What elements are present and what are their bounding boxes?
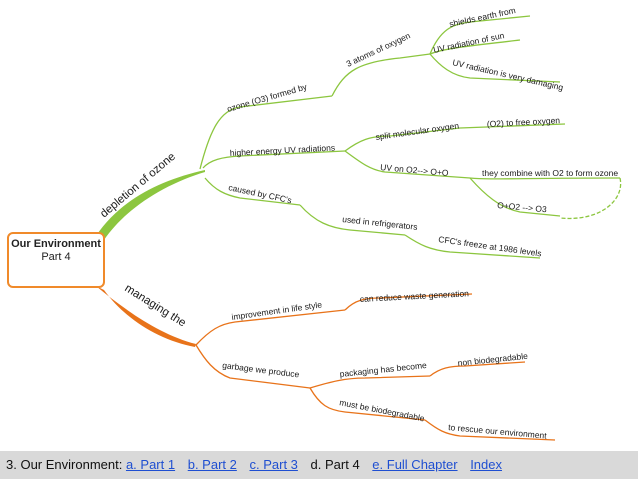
connector-uv-sun bbox=[429, 39, 521, 55]
node-split: split molecular oxygen bbox=[375, 120, 460, 142]
connector-packaging bbox=[309, 375, 431, 389]
node-uv-on-o2: UV on O2--> O+O bbox=[380, 162, 449, 178]
node-caused-cfc: caused by CFC's bbox=[228, 182, 293, 205]
connector-combine-loop bbox=[559, 177, 622, 220]
connector-non-bio bbox=[429, 361, 526, 377]
link-index[interactable]: Index bbox=[470, 457, 502, 472]
node-refrigerators: used in refrigerators bbox=[342, 214, 418, 232]
connector-ozone-formed bbox=[199, 95, 333, 170]
connector-split bbox=[344, 127, 461, 152]
connector-combine bbox=[469, 177, 621, 180]
link-part-3[interactable]: c. Part 3 bbox=[249, 457, 298, 472]
node-must-bio: must be biodegradable bbox=[339, 397, 426, 423]
connector-higher-energy bbox=[202, 150, 346, 169]
central-topic-subtitle: Part 4 bbox=[41, 251, 71, 263]
connector-reduce-waste bbox=[344, 293, 473, 311]
footer-prefix: 3. Our Environment: bbox=[6, 457, 123, 472]
connector-o2-free bbox=[459, 123, 566, 129]
branch-depletion-shape bbox=[96, 170, 205, 240]
link-part-2[interactable]: b. Part 2 bbox=[187, 457, 237, 472]
connector-garbage bbox=[195, 344, 311, 389]
connector-must-bio bbox=[309, 387, 426, 421]
branch-label-managing: managing the bbox=[122, 282, 187, 329]
node-reduce-waste: can reduce waste generation bbox=[360, 288, 470, 304]
connector-improvement bbox=[195, 309, 346, 346]
node-combine: they combine with O2 to form ozone bbox=[482, 168, 618, 178]
central-topic-title: Our Environment bbox=[11, 238, 101, 250]
node-ozone-formed: ozone (O3) formed by bbox=[226, 81, 309, 114]
node-improvement: improvement in life style bbox=[231, 299, 323, 322]
connector-uv-damaging bbox=[429, 53, 561, 83]
central-topic: Our Environment Part 4 bbox=[7, 232, 105, 288]
node-higher-energy: higher energy UV radiations bbox=[230, 142, 336, 158]
connector-o-o2 bbox=[469, 177, 561, 217]
node-shields: shields earth from bbox=[448, 5, 516, 29]
node-three-atoms: 3 atoms of oxygen bbox=[345, 30, 412, 69]
node-o2-free: (O2) to free oxygen bbox=[487, 115, 561, 129]
connector-shields bbox=[429, 15, 531, 55]
connector-refrigerators bbox=[299, 204, 406, 236]
connector-uv-on-o2 bbox=[344, 150, 471, 179]
connector-cfc-freeze bbox=[404, 234, 541, 259]
link-part-1[interactable]: a. Part 1 bbox=[125, 457, 176, 472]
mind-map: depletion of ozone managing the ozone (O… bbox=[96, 5, 622, 441]
connector-three-atoms bbox=[331, 53, 431, 97]
link-full-chapter[interactable]: e. Full Chapter bbox=[372, 457, 458, 472]
footer-nav: 3. Our Environment: a. Part 1 b. Part 2 … bbox=[0, 451, 638, 479]
node-non-bio: non biodegradable bbox=[457, 351, 528, 368]
node-uv-damaging: UV radiation is very damaging bbox=[452, 57, 565, 92]
connector-rescue bbox=[424, 419, 556, 441]
node-garbage: garbage we produce bbox=[222, 360, 300, 379]
connector-caused-cfc bbox=[204, 177, 301, 206]
current-part-4: d. Part 4 bbox=[310, 457, 360, 472]
node-o-o2: O+O2 --> O3 bbox=[497, 200, 548, 214]
